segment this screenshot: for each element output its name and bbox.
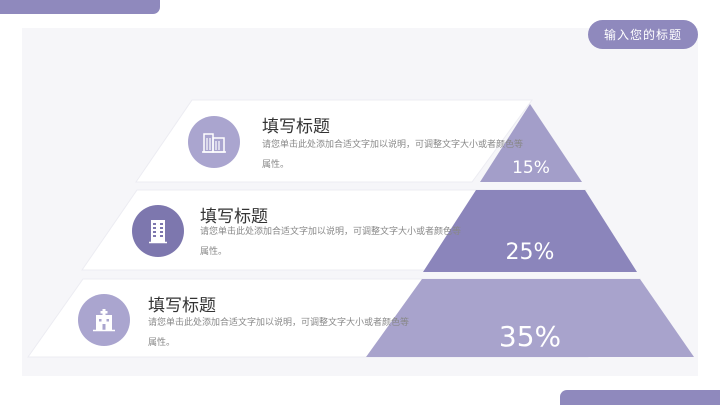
row-1-title: 填写标题 (262, 117, 330, 137)
icon-circle-3 (78, 294, 130, 346)
row-2-desc: 请您单击此处添加合适文字加以说明，可调整文字大小或者颜色等属性。 (200, 227, 462, 257)
row-3-percent: 35% (498, 320, 562, 353)
card-1 (135, 99, 533, 183)
row-1-desc: 请您单击此处添加合适文字加以说明，可调整文字大小或者颜色等属性。 (262, 140, 524, 170)
office-building-icon (202, 133, 226, 153)
row-3-title: 填写标题 (148, 296, 216, 316)
icon-circle-2 (132, 205, 184, 257)
title-pill[interactable]: 输入您的标题 (588, 20, 698, 49)
pyramid-tier-2 (423, 190, 637, 272)
row-3-desc: 请您单击此处添加合适文字加以说明，可调整文字大小或者颜色等属性。 (148, 318, 410, 348)
row-1-percent: 15% (512, 158, 550, 178)
row-2-title: 填写标题 (200, 207, 268, 227)
pyramid-tier-1 (480, 104, 582, 182)
icon-circle-1 (188, 116, 240, 168)
pyramid-tier-3 (366, 279, 694, 357)
corner-accent-bottom-right (560, 390, 720, 405)
hospital-building-icon (93, 309, 115, 332)
row-2-percent: 25% (505, 240, 555, 265)
tower-building-icon (149, 220, 167, 244)
corner-accent-top-left (0, 0, 160, 14)
